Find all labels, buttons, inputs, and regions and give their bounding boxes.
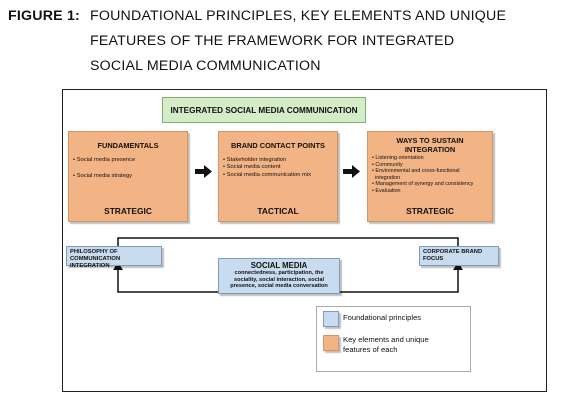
caption-line-1: FOUNDATIONAL PRINCIPLES, KEY ELEMENTS AN…: [90, 8, 507, 24]
social-media-line-1: connectedness, participation, the: [234, 270, 324, 276]
list-item: • Environmental and cross-functional: [372, 168, 460, 175]
list-item: • Evaluation: [372, 187, 401, 194]
sustain-heading-1: WAYS TO SUSTAIN: [396, 136, 464, 145]
legend: Foundational principles Key elements and…: [316, 306, 471, 372]
social-media-box: SOCIAL MEDIA connectedness, participatio…: [218, 258, 340, 294]
philosophy-line-2: COMMUNICATION INTEGRATION: [70, 256, 121, 269]
philosophy-line-1: PHILOSOPHY OF: [70, 249, 118, 255]
diagram-frame: [62, 89, 547, 392]
fundamentals-box: FUNDAMENTALS • Social media presence • S…: [68, 131, 188, 222]
list-item: integration: [372, 174, 401, 181]
caption-line-3: SOCIAL MEDIA COMMUNICATION: [90, 58, 321, 74]
list-item: • Management of synergy and consistency: [372, 181, 474, 188]
caption-line-2: FEATURES OF THE FRAMEWORK FOR INTEGRATED: [90, 33, 455, 49]
list-item: • Social media strategy: [73, 173, 133, 180]
sustain-footer: STRATEGIC: [406, 206, 454, 216]
figure-label: FIGURE 1:: [8, 8, 80, 24]
brand-contact-list: • Stakeholder integration • Social media…: [223, 157, 337, 179]
legend-swatch-key-elements: [323, 335, 339, 351]
sustain-integration-box: WAYS TO SUSTAIN INTEGRATION • Listening …: [367, 131, 493, 222]
list-item: • Listening orientation: [372, 155, 424, 161]
legend-label-line-1: Key elements and unique: [343, 335, 429, 344]
diagram-title: INTEGRATED SOCIAL MEDIA COMMUNICATION: [162, 97, 366, 123]
list-item: • Social media presence: [73, 157, 136, 163]
fundamentals-list: • Social media presence • Social media s…: [73, 157, 187, 181]
corporate-brand-line-2: FOCUS: [423, 256, 444, 262]
legend-label-line-2: features of each: [343, 344, 398, 354]
social-media-line-2: sociality, social interaction, social: [233, 276, 325, 283]
list-item: • Community: [372, 161, 403, 168]
social-media-heading: SOCIAL MEDIA: [250, 261, 308, 270]
arrowhead-left: [113, 262, 123, 270]
top-connector: [117, 237, 459, 252]
sustain-list: • Listening orientation • Community • En…: [372, 155, 492, 195]
corporate-brand-box: CORPORATE BRAND FOCUS: [419, 246, 499, 266]
legend-label-key-elements: Key elements and unique features of each: [343, 335, 429, 354]
list-item: • Social media communication mix: [223, 171, 312, 178]
legend-label-foundational: Foundational principles: [343, 313, 422, 322]
fundamentals-heading: FUNDAMENTALS: [97, 141, 159, 150]
arrow-right-icon: [195, 165, 212, 178]
brand-contact-footer: TACTICAL: [257, 206, 299, 216]
corporate-brand-line-1: CORPORATE BRAND: [423, 249, 483, 255]
sustain-heading-2: INTEGRATION: [404, 145, 456, 154]
arrow-right-icon: [343, 165, 360, 178]
arrowhead-right: [453, 262, 463, 270]
social-media-line-3: presence, social media conversation: [230, 283, 328, 290]
list-item: • Social media content: [223, 164, 281, 171]
figure-caption: FIGURE 1: FOUNDATIONAL PRINCIPLES, KEY E…: [8, 4, 556, 79]
legend-swatch-foundational: [323, 311, 339, 327]
list-item: • Stakeholder integration: [223, 157, 287, 163]
brand-contact-box: BRAND CONTACT POINTS • Stakeholder integ…: [218, 131, 338, 222]
fundamentals-footer: STRATEGIC: [104, 206, 152, 216]
brand-contact-heading: BRAND CONTACT POINTS: [231, 141, 325, 150]
philosophy-box: PHILOSOPHY OF COMMUNICATION INTEGRATION: [66, 246, 162, 269]
